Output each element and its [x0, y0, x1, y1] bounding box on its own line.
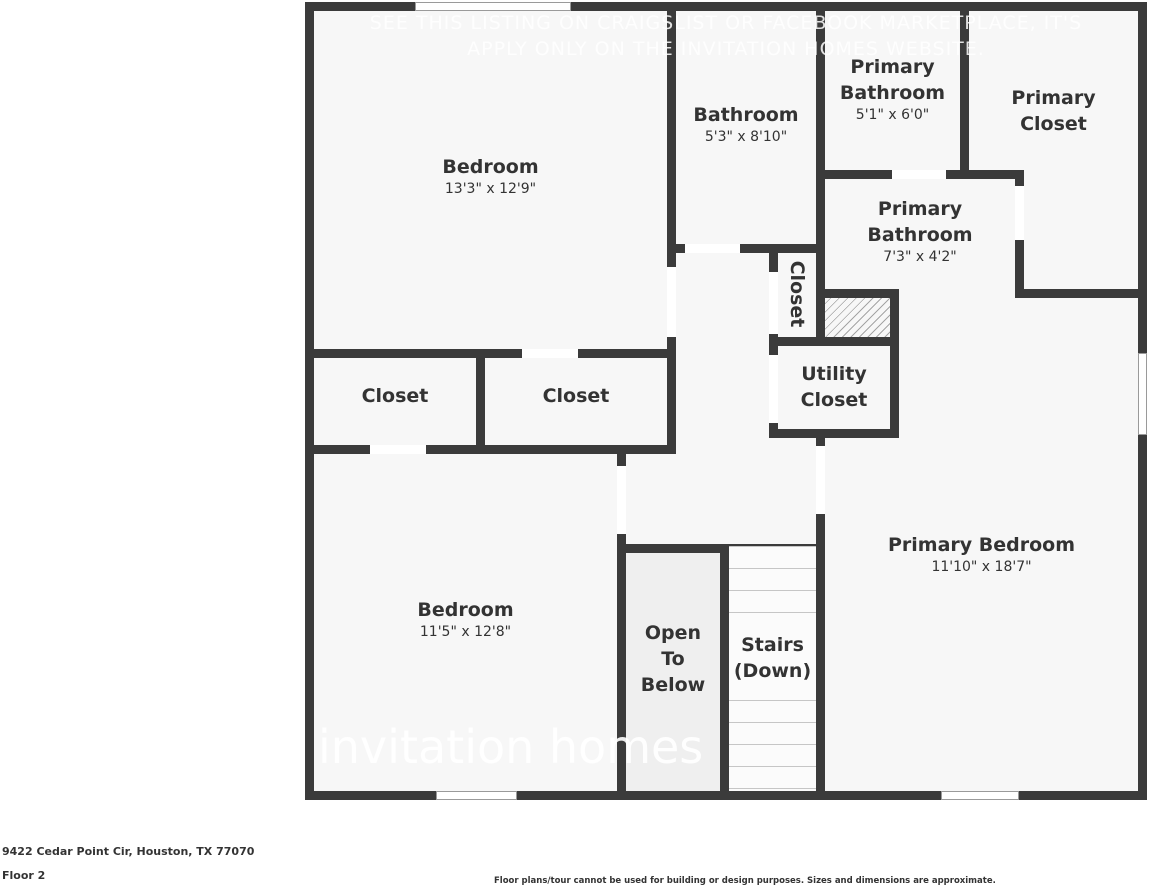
open-to-below-area [626, 553, 720, 791]
wall [667, 337, 676, 454]
room-name-line2: Closet [800, 389, 868, 411]
room-name-line2: (Down) [729, 658, 816, 684]
watermark-line-1: SEE THIS LISTING ON CRAIGSLIST OR FACEBO… [369, 12, 1083, 34]
room-name: Closet [542, 385, 610, 407]
watermark-line-2: APPLY ONLY ON THE INVITATION HOMES WEBSI… [467, 38, 985, 60]
window-top-bedroom [415, 2, 571, 11]
disclaimer: Floor plans/tour cannot be used for buil… [494, 876, 996, 886]
door-opening [816, 446, 825, 514]
room-hall-closet: Closet [786, 260, 808, 328]
room-name-line1: Primary [850, 56, 935, 78]
window-right-primary [1138, 353, 1147, 435]
room-utility-closet: Utility Closet [778, 361, 890, 413]
wall-outer-left [305, 2, 314, 800]
wall [816, 289, 899, 298]
room-name-line2: Bathroom [867, 224, 973, 246]
hatched-shaft [823, 298, 890, 339]
door-opening [892, 170, 946, 179]
room-primary-bathroom-small: Primary Bathroom 5'1" x 6'0" [825, 54, 960, 124]
wall [729, 544, 816, 546]
door-opening [1015, 186, 1024, 240]
room-closet-left: Closet [314, 383, 476, 409]
room-closet-right: Closet [485, 383, 667, 409]
wall [305, 445, 676, 454]
door-opening [522, 349, 578, 358]
wall [305, 349, 676, 358]
room-dimensions: 7'3" x 4'2" [883, 249, 957, 265]
room-name-line2: Bathroom [839, 82, 946, 104]
room-name-line1: Stairs [729, 632, 816, 658]
room-name: Bedroom [442, 156, 539, 178]
room-dimensions: 5'3" x 8'10" [704, 129, 788, 145]
door-opening [617, 466, 626, 534]
door-opening [769, 272, 778, 334]
wall [617, 445, 626, 799]
room-bathroom: Bathroom 5'3" x 8'10" [676, 102, 816, 146]
room-name-line1: Open [644, 622, 702, 644]
room-primary-closet: Primary Closet [969, 85, 1138, 137]
room-name-line1: Primary [1011, 87, 1096, 109]
room-dimensions: 11'10" x 18'7" [931, 559, 1032, 575]
room-name: Bedroom [417, 599, 514, 621]
floor-label: Floor 2 [2, 869, 46, 882]
wall [1015, 289, 1147, 298]
window-bottom-bedroom [436, 791, 517, 800]
room-dimensions: 13'3" x 12'9" [444, 181, 537, 197]
wall [617, 544, 729, 553]
room-name-line2: Closet [1020, 113, 1087, 135]
door-opening [370, 445, 426, 454]
room-bedroom-sw: Bedroom 11'5" x 12'8" [314, 597, 617, 641]
wall [720, 544, 729, 799]
wall [667, 2, 676, 267]
room-name: Closet [361, 385, 429, 407]
room-name: Primary Bedroom [887, 534, 1076, 556]
room-name-line2: To [661, 648, 685, 670]
door-opening [667, 267, 676, 337]
wall [890, 289, 899, 438]
room-dimensions: 5'1" x 6'0" [855, 107, 930, 123]
wall [816, 430, 825, 799]
room-dimensions: 11'5" x 12'8" [419, 624, 512, 640]
room-bedroom-nw: Bedroom 13'3" x 12'9" [314, 154, 667, 198]
wall [960, 2, 969, 179]
property-address: 9422 Cedar Point Cir, Houston, TX 77070 [2, 845, 255, 858]
door-opening [685, 244, 740, 253]
wall-outer-top [305, 2, 1147, 11]
wall [476, 349, 485, 454]
room-primary-bedroom: Primary Bedroom 11'10" x 18'7" [825, 532, 1138, 576]
room-name-line3: Below [640, 674, 706, 696]
room-name: Bathroom [693, 104, 799, 126]
door-opening [769, 355, 778, 423]
watermark-brand: invitation homes [318, 720, 704, 774]
room-name-line1: Primary [877, 198, 963, 220]
wall [769, 337, 899, 346]
wall [769, 429, 899, 438]
window-bottom-primary [941, 791, 1019, 800]
room-open-to-below: Open To Below [626, 620, 720, 698]
room-primary-bathroom-large: Primary Bathroom 7'3" x 4'2" [825, 196, 1015, 266]
room-stairs: Stairs (Down) [729, 632, 816, 684]
wall [667, 244, 825, 253]
room-name-line1: Utility [801, 363, 867, 385]
